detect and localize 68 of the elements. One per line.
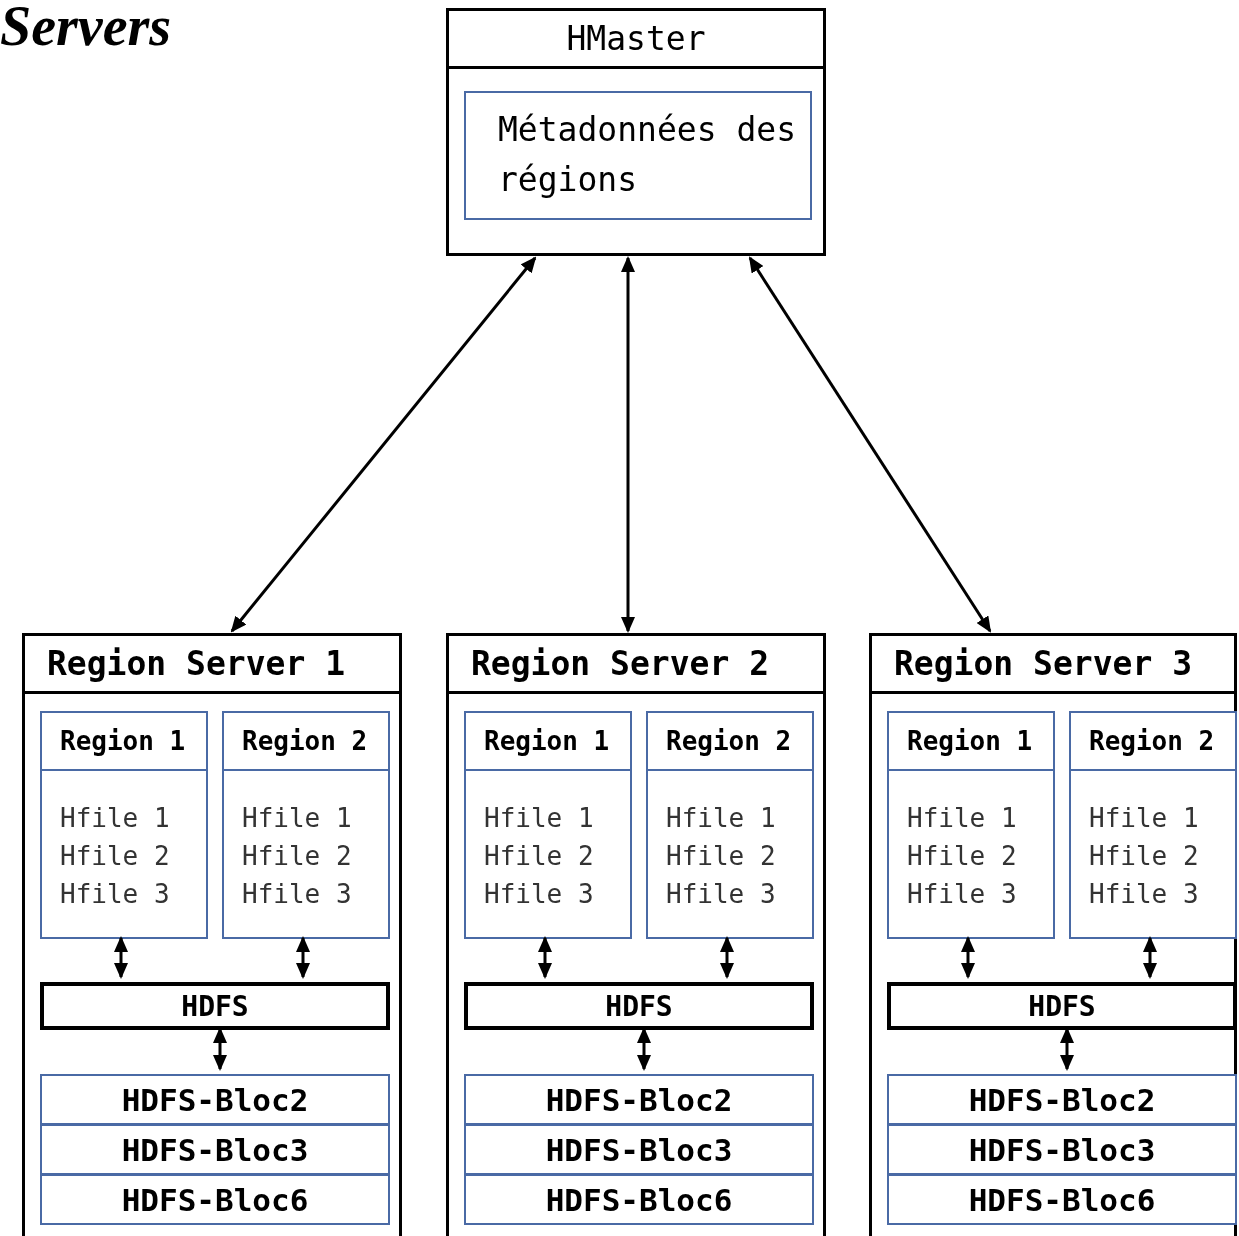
file-label: Hfile 3 [907,878,1018,911]
file-label: Hfile 1 [666,802,777,835]
file-label: Hfile 2 [907,840,1018,873]
block-box [40,1074,390,1125]
block-box [40,1124,390,1175]
box-header: Region 1 [466,713,630,771]
file-label: Hfile 1 [60,802,171,835]
server-box [22,633,402,1236]
file-label: Hfile 3 [60,878,171,911]
box-label: HDFS-Bloc3 [121,1131,309,1168]
file-label: Hfile 2 [666,840,777,873]
server-box [446,633,826,1236]
master-box [446,8,826,256]
box-label: HDFS-Bloc2 [121,1081,309,1118]
box-label: HDFS-Bloc6 [545,1181,733,1218]
file-label: Hfile 3 [666,878,777,911]
box-header: Region 1 [42,713,206,771]
file-label: Hfile 1 [1089,802,1200,835]
box-label: HDFS [181,989,249,1023]
box-header: Region Server 3 [872,636,1234,694]
box-header: Region 2 [224,713,388,771]
file-label: Hfile 3 [1089,878,1200,911]
block-box [464,1074,814,1125]
file-label: Hfile 2 [1089,840,1200,873]
box-label: HDFS-Bloc6 [121,1181,309,1218]
hdfs-box [887,982,1237,1030]
block-box [464,1124,814,1175]
server-box [869,633,1237,1236]
file-label: Hfile 2 [242,840,353,873]
file-label: Hfile 3 [484,878,595,911]
file-label: Hfile 3 [242,878,353,911]
metadata-label: Métadonnées des régions [498,109,797,201]
box-header: Region 1 [889,713,1053,771]
arrow [748,256,992,633]
block-box [887,1124,1237,1175]
region-box [646,711,814,939]
box-header: Region Server 1 [25,636,399,694]
box-label: HDFS [1028,989,1096,1023]
file-label: Hfile 1 [907,802,1018,835]
box-label: HDFS [605,989,673,1023]
box-header: Region 2 [648,713,812,771]
block-box [40,1174,390,1225]
region-box [1069,711,1237,939]
title: Servers [0,0,172,56]
hdfs-box [40,982,390,1030]
box-label: HDFS-Bloc3 [968,1131,1156,1168]
region-box [464,711,632,939]
box-header: Region 2 [1071,713,1235,771]
box-label: HDFS-Bloc2 [545,1081,733,1118]
arrow [230,256,537,633]
region-box [887,711,1055,939]
region-box [40,711,208,939]
box-label: HDFS-Bloc3 [545,1131,733,1168]
box-label: HDFS-Bloc6 [968,1181,1156,1218]
file-label: Hfile 2 [484,840,595,873]
hdfs-box [464,982,814,1030]
block-box [464,1174,814,1225]
region-box [222,711,390,939]
block-box [887,1174,1237,1225]
box-label: HDFS-Bloc2 [968,1081,1156,1118]
arrow [621,256,635,633]
file-label: Hfile 1 [484,802,595,835]
file-label: Hfile 2 [60,840,171,873]
metadata-box [464,91,812,220]
box-header: HMaster [449,11,823,69]
box-header: Region Server 2 [449,636,823,694]
block-box [887,1074,1237,1125]
file-label: Hfile 1 [242,802,353,835]
